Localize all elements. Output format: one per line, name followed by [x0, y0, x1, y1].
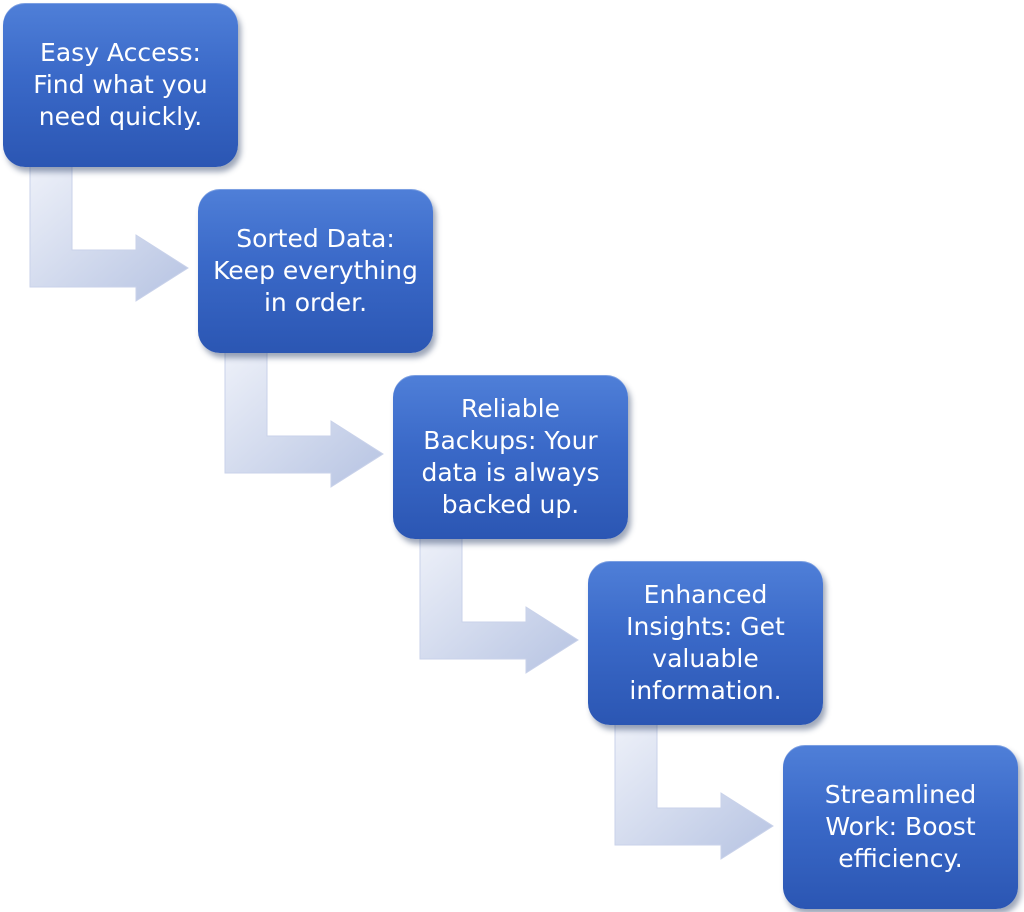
step-label: Easy Access: Find what you need quickly.: [33, 38, 208, 131]
step-box-reliable-backups: Reliable Backups: Your data is always ba…: [393, 375, 628, 539]
step-box-enhanced-insights: Enhanced Insights: Get valuable informat…: [588, 561, 823, 725]
step-label: Enhanced Insights: Get valuable informat…: [626, 580, 785, 705]
step-box-easy-access: Easy Access: Find what you need quickly.: [3, 3, 238, 167]
step-label: Sorted Data: Keep everything in order.: [213, 224, 418, 317]
connector-arrow-3: [419, 534, 579, 674]
connector-arrow-2: [224, 348, 384, 488]
step-box-streamlined-work: Streamlined Work: Boost efficiency.: [783, 745, 1018, 909]
step-label: Reliable Backups: Your data is always ba…: [421, 394, 600, 519]
step-box-sorted-data: Sorted Data: Keep everything in order.: [198, 189, 433, 353]
step-label: Streamlined Work: Boost efficiency.: [824, 780, 977, 873]
connector-arrow-4: [614, 720, 774, 860]
connector-arrow-1: [29, 162, 189, 302]
